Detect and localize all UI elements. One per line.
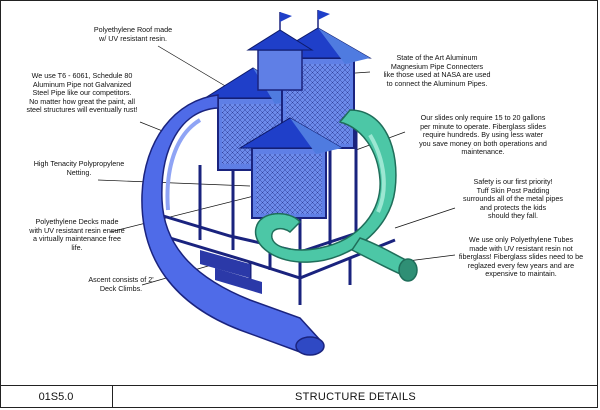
callout-tubes: We use only Polyethylene Tubes made with… bbox=[458, 235, 584, 279]
callout-safety: Safety is our first priority! Tuff Skin … bbox=[463, 177, 563, 221]
leader-safety bbox=[394, 207, 456, 229]
callout-pipe: We use T6 - 6061, Schedule 80 Aluminum P… bbox=[26, 71, 138, 115]
callout-decks: Polyethylene Decks made with UV resistan… bbox=[29, 217, 125, 252]
drawing-code: 01S5.0 bbox=[0, 386, 113, 408]
callout-slides-water: Our slides only require 15 to 20 gallons… bbox=[419, 113, 547, 157]
leader-netting bbox=[97, 179, 251, 187]
play-structure-illustration bbox=[97, 10, 456, 356]
callout-connectors: State of the Art Aluminum Magnesium Pipe… bbox=[383, 53, 491, 88]
callout-roof: Polyethylene Roof made w/ UV resistant r… bbox=[93, 25, 173, 43]
green-spiral-slide bbox=[254, 109, 418, 282]
tower-rear-left bbox=[246, 12, 314, 91]
sheet-title: STRUCTURE DETAILS bbox=[294, 391, 417, 403]
leader-roof bbox=[157, 45, 233, 91]
deck-climbs bbox=[200, 250, 262, 294]
tower-front bbox=[238, 117, 344, 219]
callout-netting: High Tenacity Polypropylene Netting. bbox=[33, 159, 125, 177]
title-block: 01S5.0 STRUCTURE DETAILS bbox=[0, 385, 598, 408]
callout-ascent: Ascent consists of 2' Deck Climbs. bbox=[88, 275, 154, 293]
blue-tube-slide bbox=[141, 94, 325, 356]
